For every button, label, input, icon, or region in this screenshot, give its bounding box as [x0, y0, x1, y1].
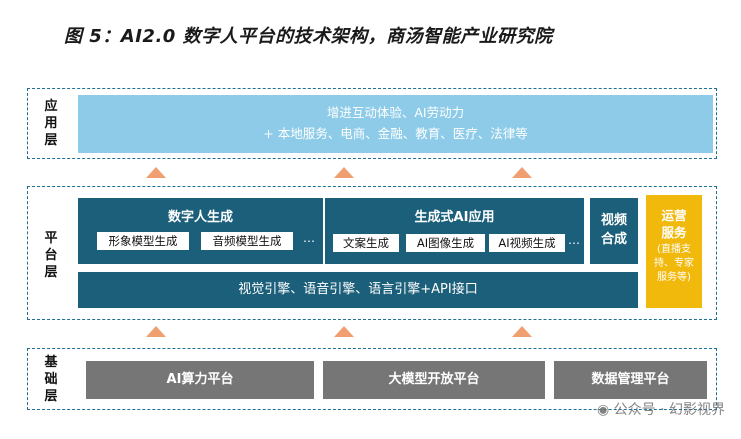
up-arrow-5: [334, 326, 354, 337]
gen-ai-item: 文案生成: [333, 234, 399, 252]
ops-service-box: 运营服务 (直播支持、专家服务等): [646, 195, 702, 308]
application-line-2: + 本地服务、电商、金融、教育、医疗、法律等: [263, 126, 528, 141]
application-layer-band: [27, 88, 717, 159]
base-layer-band: [27, 348, 717, 410]
digital-human-item: 形象模型生成: [97, 232, 189, 250]
gen-ai-item: AI图像生成: [406, 234, 485, 252]
digital-human-section: 数字人生成 形象模型生成 音频模型生成 …: [78, 198, 323, 264]
platform-layer-label: 平台层: [44, 231, 58, 280]
wechat-icon: ◉: [596, 402, 610, 418]
digital-human-more: …: [303, 231, 315, 245]
base-item-data: 数据管理平台: [554, 361, 707, 399]
digital-human-title: 数字人生成: [167, 210, 233, 225]
ops-service-title: 运营服务: [661, 208, 687, 240]
application-box: 增进互动体验、AI劳动力 + 本地服务、电商、金融、教育、医疗、法律等: [78, 95, 713, 153]
video-synthesis-label: 视频合成: [600, 213, 627, 247]
up-arrow-4: [146, 326, 166, 337]
figure-title: 图 5：AI2.0 数字人平台的技术架构，商汤智能产业研究院: [64, 26, 553, 47]
video-synthesis-box: 视频合成: [590, 198, 638, 264]
platform-layer-band: [27, 186, 717, 320]
watermark-text: 公众号 · 幻影视界: [613, 402, 725, 418]
up-arrow-2: [334, 167, 354, 178]
engine-bar: 视觉引擎、语音引擎、语言引擎+API接口: [78, 272, 638, 308]
ops-service-detail: (直播支持、专家服务等): [654, 244, 694, 283]
gen-ai-more: …: [568, 233, 580, 247]
gen-ai-item: AI视频生成: [489, 234, 565, 252]
application-line-1: 增进互动体验、AI劳动力: [326, 105, 465, 120]
gen-ai-title: 生成式AI应用: [414, 210, 495, 225]
base-layer-label: 基础层: [44, 355, 58, 404]
base-item-model: 大模型开放平台: [323, 361, 545, 399]
up-arrow-6: [512, 326, 532, 337]
engine-label: 视觉引擎、语音引擎、语言引擎+API接口: [238, 282, 478, 297]
watermark: ◉ 公众号 · 幻影视界: [597, 399, 725, 419]
up-arrow-3: [512, 167, 532, 178]
up-arrow-1: [146, 167, 166, 178]
base-item-compute: AI算力平台: [86, 361, 314, 399]
gen-ai-section: 生成式AI应用 文案生成 AI图像生成 AI视频生成 …: [325, 198, 584, 264]
digital-human-item: 音频模型生成: [201, 232, 293, 250]
application-layer-label: 应用层: [44, 99, 58, 148]
